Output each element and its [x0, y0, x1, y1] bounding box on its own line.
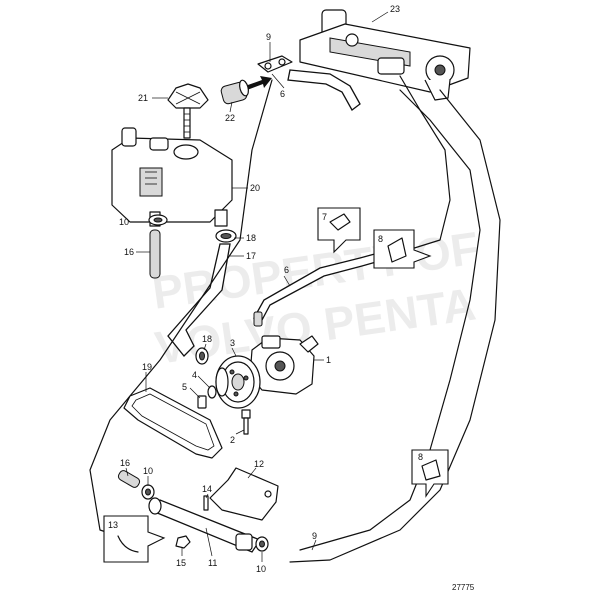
label-part-4: 4 — [192, 370, 197, 380]
label-part-16-top: 16 — [124, 247, 134, 257]
steering-cylinder — [299, 9, 471, 101]
label-part-8-upper: 8 — [378, 234, 383, 244]
hose-16-lower — [117, 470, 141, 488]
label-part-7: 7 — [322, 212, 327, 222]
power-steering-pump — [249, 335, 319, 395]
label-part-13: 13 — [108, 520, 118, 530]
hose-16-top — [149, 229, 161, 279]
label-part-8-lower: 8 — [418, 452, 423, 462]
label-part-2: 2 — [230, 435, 235, 445]
top-banjo-fitting — [257, 55, 293, 73]
hose-clamp-10-lower — [255, 536, 269, 552]
hose-clamp-18-top — [215, 229, 237, 243]
hose-6-upper — [89, 79, 273, 541]
pump-pulley — [215, 355, 261, 409]
filler-cap — [167, 83, 209, 139]
label-part-21: 21 — [138, 93, 148, 103]
label-part-22: 22 — [225, 113, 235, 123]
bolt-5 — [197, 395, 207, 409]
callout-8-upper — [373, 229, 432, 269]
bolt-2 — [241, 409, 251, 435]
callout-7 — [317, 207, 361, 254]
label-part-18-lower: 18 — [202, 334, 212, 344]
direction-arrow — [245, 76, 272, 90]
drawing-reference-number: 27775 — [452, 583, 475, 592]
leader-lines — [125, 11, 389, 562]
callout-8-lower — [411, 449, 449, 498]
washer-4 — [207, 385, 217, 399]
label-part-19: 19 — [142, 362, 152, 372]
label-part-17: 17 — [246, 251, 256, 261]
mounting-bracket-12 — [209, 467, 279, 521]
label-part-23: 23 — [390, 4, 400, 14]
label-part-10-mid: 10 — [143, 466, 153, 476]
hose-clamp-10-mid — [141, 484, 155, 500]
label-part-3: 3 — [230, 338, 235, 348]
label-part-10-top: 10 — [119, 217, 129, 227]
label-part-10-lower: 10 — [256, 564, 266, 574]
label-part-14: 14 — [202, 484, 212, 494]
label-part-6-top: 6 — [280, 89, 285, 99]
label-part-6-middle: 6 — [284, 265, 289, 275]
label-part-1: 1 — [326, 355, 331, 365]
label-part-5: 5 — [182, 382, 187, 392]
label-part-15: 15 — [176, 558, 186, 568]
nut-15 — [175, 535, 191, 549]
return-hose-right-inner — [299, 89, 481, 551]
hose-clamp-10-top — [148, 214, 168, 226]
label-part-18-top: 18 — [246, 233, 256, 243]
label-part-9-lower: 9 — [312, 531, 317, 541]
label-part-9-top: 9 — [266, 32, 271, 42]
return-hose-right — [399, 75, 451, 251]
hose-clamp-18-lower — [195, 347, 209, 365]
callout-13 — [103, 515, 166, 563]
return-hose-outer — [289, 89, 501, 563]
label-part-16-lower: 16 — [120, 458, 130, 468]
fluid-reservoir — [111, 127, 233, 227]
label-part-11: 11 — [208, 558, 217, 568]
screw-14 — [203, 495, 209, 511]
watermark: PROPERTY OF VOLVO PENTA — [149, 222, 482, 374]
label-part-20: 20 — [250, 183, 260, 193]
label-part-12: 12 — [254, 459, 264, 469]
hose-fitting — [253, 311, 263, 327]
sleeve-22 — [220, 79, 249, 105]
drive-belt — [123, 387, 223, 459]
hose-9-upper — [287, 69, 361, 111]
